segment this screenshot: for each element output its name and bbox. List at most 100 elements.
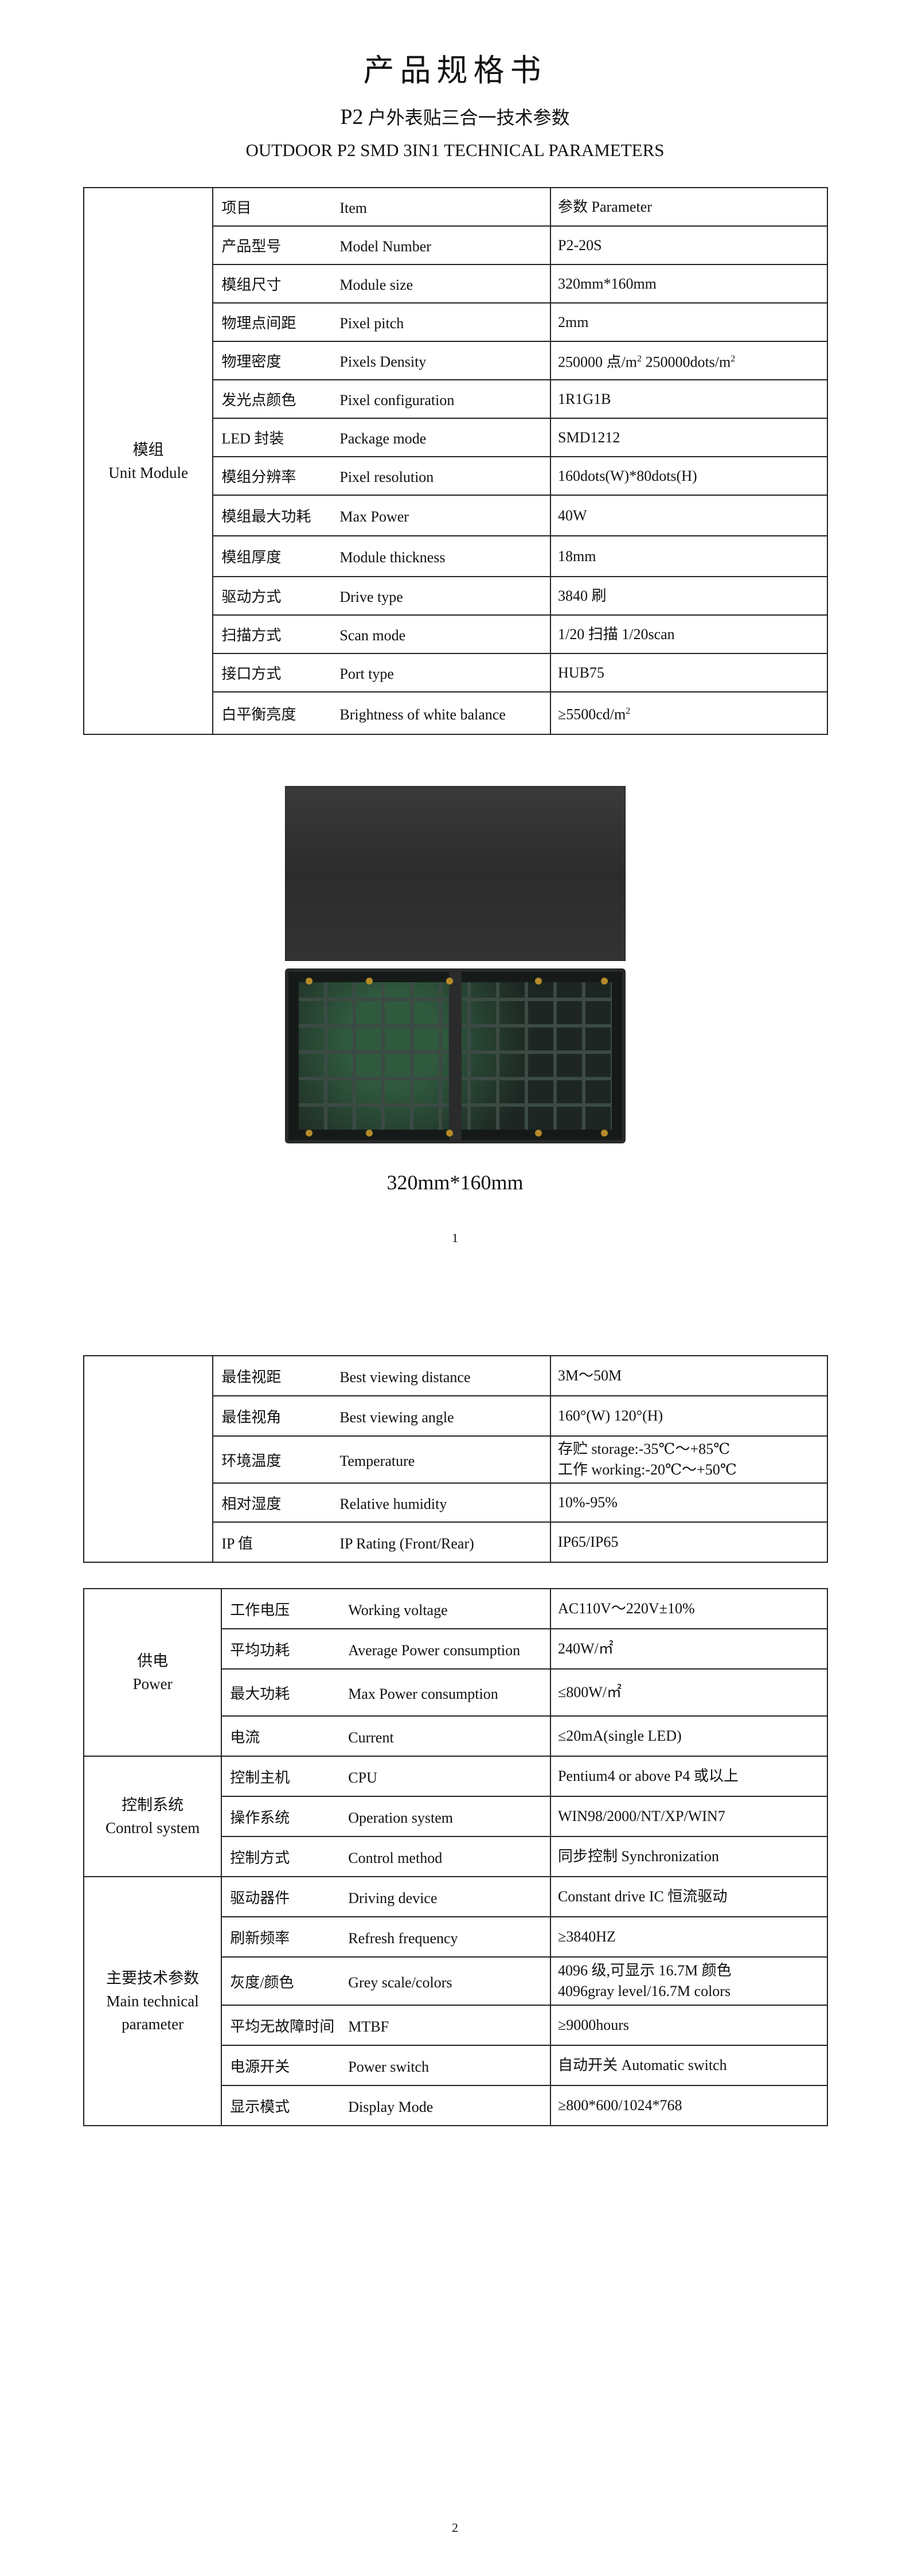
spec-value-text: 18mm (558, 547, 596, 565)
spec-value-text: AC110V～220V±10% (557, 1600, 695, 1617)
control-group-line: Control system (106, 1819, 200, 1836)
spec-label-en: Display Mode (348, 2098, 433, 2115)
spec-label-en: Operation system (348, 1809, 453, 1826)
spec-label-en: Drive type (339, 589, 403, 605)
superscript: 2 (636, 353, 642, 364)
spec-label-cn: 最佳视角 (221, 1408, 282, 1426)
spec-label-en: Working voltage (348, 1601, 448, 1618)
spec-label-cn: 模组尺寸 (221, 277, 282, 293)
photo-caption: 320mm*160mm (386, 1171, 524, 1194)
document-title: 产品规格书 (363, 52, 547, 88)
spec-value: ≥800*600/1024*768 (549, 2085, 829, 2126)
spec-value-text: 10%-95% (557, 1494, 618, 1511)
spec-label-cn: 电源开关 (230, 2058, 290, 2075)
spec-value: 160dots(W)*80dots(H) (550, 456, 828, 496)
spec-label-en: Grey scale/colors (348, 1974, 452, 1991)
main-group-line: parameter (122, 2015, 184, 2033)
spec-value: ≥9000hours (549, 2005, 829, 2046)
spec-value-text: 参数 Parameter (558, 198, 652, 215)
table-row: 显示模式 Display Mode ≥800*600/1024*768 (84, 2085, 829, 2126)
spec-value-text: 存贮 storage:-35℃～+85℃ (557, 1441, 731, 1457)
spec-label-en: Average Power consumption (348, 1641, 521, 1659)
control-group-line: 控制系统 (122, 1796, 184, 1814)
spec-value-text: IP65/IP65 (557, 1534, 619, 1550)
spec-value: 4096 级,可显示 16.7M 颜色 4096gray level/16.7M … (549, 1956, 829, 2006)
spec-label-en: Power switch (348, 2058, 429, 2075)
spec-label-cn: 驱动器件 (230, 1889, 290, 1906)
spec-value-text: 自动开关 Automatic switch (557, 2057, 727, 2073)
subtitle-model: P2 (340, 105, 364, 129)
spec-label-cn: IP 值 (221, 1535, 253, 1552)
spec-label-en: Module thickness (339, 549, 446, 566)
spec-value-text: 250000 点/m (558, 353, 637, 371)
spec-value: 240W/㎡ (549, 1628, 829, 1670)
spec-label-en: Item (339, 200, 368, 216)
spec-value: 2mm (550, 302, 828, 342)
spec-label-cn: 工作电压 (230, 1601, 290, 1618)
spec-label-cn: 接口方式 (221, 666, 282, 682)
table-row: 电源开关 Power switch 自动开关 Automatic switch (84, 2045, 829, 2086)
spec-value-text: Constant drive IC 恒流驱动 (557, 1888, 728, 1905)
spec-label-cn: 模组最大功耗 (221, 508, 311, 525)
spec-value-text: ≥9000hours (557, 2017, 630, 2033)
spec-value-text: 4096 级,可显示 16.7M 颜色 (557, 1962, 732, 1979)
spec-label-cn: LED 封装 (221, 430, 284, 447)
spec-label-cn: 最大功耗 (230, 1685, 290, 1702)
spec-label-en: Package mode (339, 430, 427, 447)
spec-label-en: Temperature (339, 1452, 415, 1469)
subtitle-en: OUTDOOR P2 SMD 3IN1 TECHNICAL PARAMETERS (245, 140, 665, 160)
page-number-1: 1 (452, 1231, 458, 1245)
spec-value-text: ≥3840HZ (557, 1928, 616, 1945)
spec-label: 电源开关 Power switch (221, 2045, 551, 2086)
module-back-image (285, 968, 626, 1143)
spec-value: 1R1G1B (550, 379, 828, 419)
spec-label-cn: 灰度/颜色 (230, 1974, 294, 1991)
spec-label-cn: 白平衡亮度 (221, 706, 296, 723)
spec-value-text-2: 4096gray level/16.7M colors (557, 1983, 731, 1999)
spec-label: 接口方式 Port type (212, 653, 551, 692)
spec-label: 驱动器件 Driving device (221, 1876, 551, 1917)
spec-label-en: Driving device (348, 1889, 438, 1906)
spec-label-cn: 显示模式 (230, 2098, 290, 2115)
spec-label-en: Max Power (339, 508, 409, 525)
page-number-2: 2 (452, 2520, 458, 2535)
table-row: LED 封装 Package mode SMD1212 (84, 418, 828, 457)
spec-label: 模组最大功耗 Max Power (212, 495, 551, 536)
spec-value: HUB75 (550, 653, 828, 692)
spec-value: SMD1212 (550, 418, 828, 457)
main-group-line: 主要技术参数 (106, 1970, 200, 1987)
spec-value-text: ≥5500cd/m (558, 706, 626, 723)
table-row: 灰度/颜色 Grey scale/colors 4096 级,可显示 16.7M 颜… (84, 1956, 829, 2006)
subtitle-cn-text: 户外表贴三合一技术参数 (363, 107, 570, 128)
spec-label-en: Best viewing angle (339, 1408, 454, 1426)
spec-value: 1/20 扫描 1/20scan (550, 614, 828, 654)
spec-label-en: IP Rating (Front/Rear) (339, 1535, 474, 1552)
spec-label-cn: 操作系统 (230, 1809, 290, 1826)
spec-label-en: Port type (339, 666, 394, 682)
spec-value-text: 2mm (558, 313, 589, 330)
spec-value-text: ≤20mA(single LED) (557, 1727, 682, 1744)
spec-label-en: Scan mode (339, 627, 406, 644)
spec-label-en: Brightness of white balance (339, 706, 506, 723)
